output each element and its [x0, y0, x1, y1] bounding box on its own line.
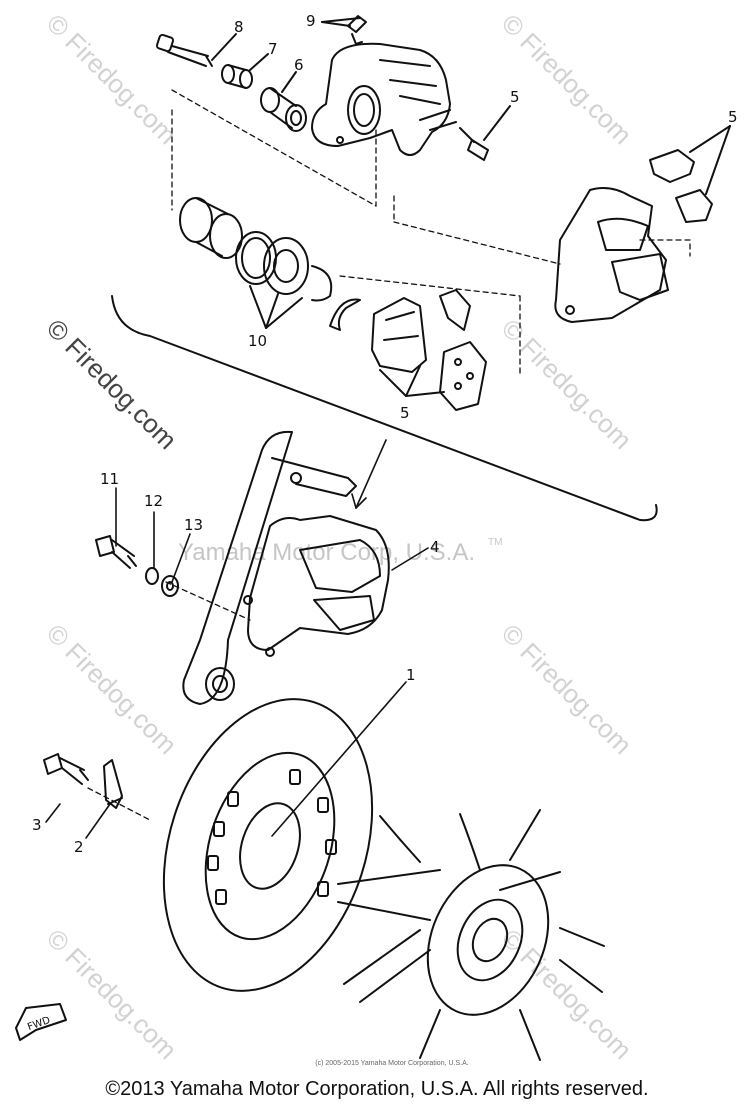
caliper-assembled-right: [554, 125, 731, 323]
fwd-label: FWD: [26, 1015, 52, 1033]
callout-10: 10: [248, 332, 267, 350]
watermark-tm: TM: [488, 537, 502, 548]
callout-9: 9: [306, 12, 316, 30]
copyright-main: ©2013 Yamaha Motor Corporation, U.S.A. A…: [105, 1078, 649, 1100]
part-5-bolt-top: [459, 105, 511, 161]
callout-6: 6: [294, 56, 304, 74]
fwd-direction-badge: FWD: [15, 1003, 67, 1041]
watermark-firedog: © Firedog.com: [41, 923, 183, 1065]
callout-5-top: 5: [510, 88, 520, 106]
callout-labels: 8 7 6 9 5 5 10 5 4 11 12 13 1 3 2: [32, 12, 738, 856]
watermark-firedog: © Firedog.com: [41, 618, 183, 760]
part-12-washer: [145, 567, 159, 585]
callout-4: 4: [430, 538, 440, 556]
callout-5-center: 5: [400, 404, 410, 422]
watermark-trademark: Yamaha Motor Corp, U.S.A.: [178, 539, 475, 566]
part-6-boot: [260, 71, 307, 132]
callout-8: 8: [234, 18, 244, 36]
part-13-washer: [161, 575, 179, 597]
callout-2: 2: [74, 838, 84, 856]
watermark-firedog: © Firedog.com: [496, 8, 638, 150]
part-1-brake-disc: [162, 698, 374, 992]
watermark-firedog: © Firedog.com: [496, 313, 638, 455]
part-10-piston-seals: [179, 197, 333, 329]
caliper-body-exploded: [311, 42, 457, 156]
group-bracket: [111, 295, 658, 522]
part-4-caliper-assembled: [243, 515, 390, 657]
copyright-small: (c) 2005-2015 Yamaha Motor Corporation, …: [315, 1060, 469, 1067]
watermark-firedog: © Firedog.com: [496, 618, 638, 760]
wheel-hub-spokes: [337, 809, 605, 1061]
part-2-lock-plate: [103, 759, 123, 809]
callout-12: 12: [144, 492, 163, 510]
callout-1: 1: [406, 666, 416, 684]
part-7-sleeve: [221, 53, 269, 89]
callout-3: 3: [32, 816, 42, 834]
assembly-dash-lines: [87, 89, 561, 821]
callout-11: 11: [100, 470, 119, 488]
part-11-bolt: [95, 535, 137, 569]
part-8-bolt: [155, 33, 237, 67]
callout-7: 7: [268, 40, 278, 58]
leader-lines: [45, 439, 429, 839]
part-5-pads-center: [329, 289, 487, 411]
fork-leg: [182, 430, 357, 705]
callout-13: 13: [184, 516, 203, 534]
part-3-bolt: [43, 753, 89, 785]
watermark-firedog: © Firedog.com: [41, 8, 183, 150]
part-9-bleeder: [321, 15, 367, 45]
watermark-layer: © Firedog.com © Firedog.com © Firedog.co…: [41, 8, 638, 1065]
callout-5-right: 5: [728, 108, 738, 126]
watermark-firedog: © Firedog.com: [41, 313, 183, 455]
